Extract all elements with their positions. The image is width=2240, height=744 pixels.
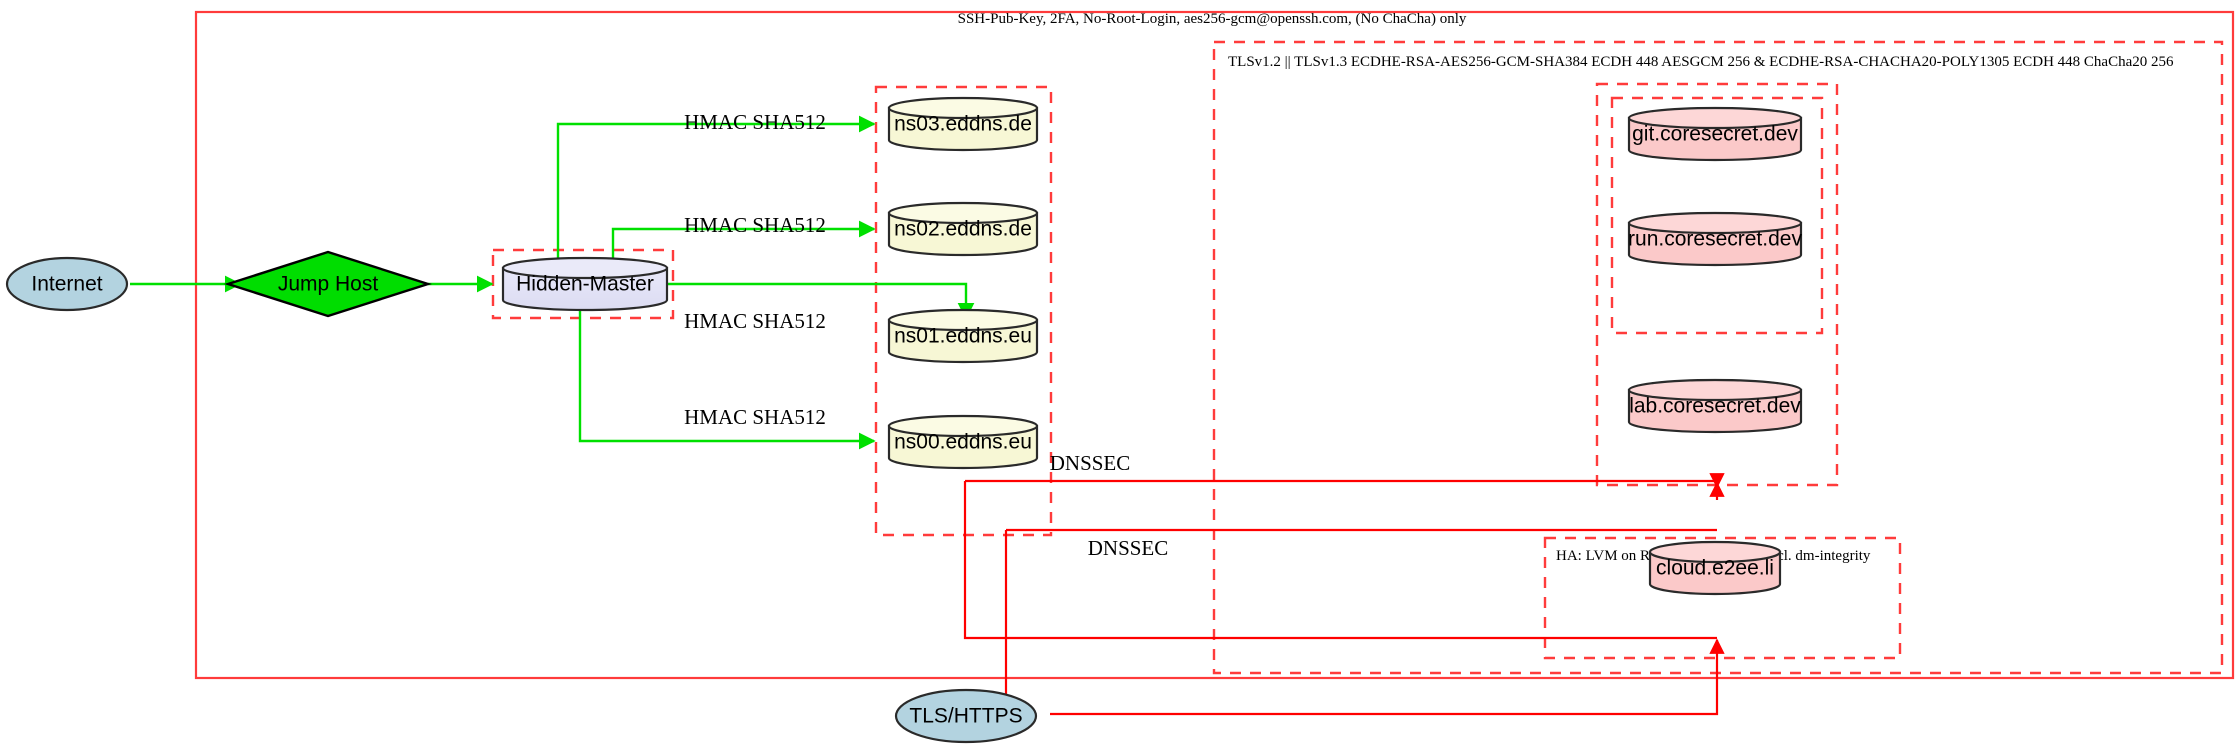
ha-cluster-boundary (1543, 536, 1902, 660)
run-label: run.coresecret.dev (1628, 228, 1802, 251)
cloud-cylinder-top (1648, 540, 1782, 564)
internet-label: Internet (31, 273, 102, 296)
cluster-dns (874, 85, 1053, 537)
tls-https-ellipse[interactable] (894, 688, 1038, 744)
node-jumphost[interactable]: Jump Host (224, 250, 432, 318)
node-run-coresecret[interactable]: run.coresecret.dev (1627, 211, 1803, 267)
jumphost-label: Jump Host (278, 273, 379, 296)
node-hidden-master[interactable]: Hidden-Master (501, 256, 669, 312)
node-cloud-e2ee[interactable]: cloud.e2ee.li (1648, 540, 1782, 596)
coresecret-inner-boundary (1610, 96, 1824, 335)
cluster-outer-ssh: SSH-Pub-Key, 2FA, No-Root-Login, aes256-… (194, 10, 2235, 680)
ns02-cylinder-top (887, 201, 1039, 225)
cloud-label: cloud.e2ee.li (1656, 557, 1774, 580)
node-internet[interactable]: Internet (5, 256, 129, 312)
ns03-cylinder-top (887, 96, 1039, 120)
node-lab-coresecret[interactable]: lab.coresecret.dev (1627, 378, 1803, 434)
ns00-cylinder-top (887, 414, 1039, 438)
ns01-cylinder-top (887, 308, 1039, 332)
git-cylinder-body[interactable] (1627, 116, 1803, 162)
edge-hiddenmaster-ns03 (556, 115, 876, 260)
ns01-cylinder-body[interactable] (887, 318, 1039, 364)
hmac-ns02-label: HMAC SHA512 (684, 213, 826, 237)
ns03-cylinder-body[interactable] (887, 106, 1039, 152)
edge-hiddenmaster-ns01 (666, 282, 975, 320)
ns01-label: ns01.eddns.eu (894, 325, 1032, 348)
node-ns00[interactable]: ns00.eddns.eu (887, 414, 1039, 470)
ns00-label: ns00.eddns.eu (894, 431, 1032, 454)
jumphost-diamond[interactable] (224, 250, 432, 318)
git-cylinder-top (1627, 106, 1803, 130)
edge-hiddenmaster-ns00 (578, 306, 876, 450)
hidden-master-cylinder-top (501, 256, 669, 280)
outer-ssh-label: SSH-Pub-Key, 2FA, No-Root-Login, aes256-… (958, 11, 1467, 27)
node-ns01[interactable]: ns01.eddns.eu (887, 308, 1039, 364)
run-cylinder-body[interactable] (1627, 221, 1803, 267)
hmac-ns00-label: HMAC SHA512 (684, 405, 826, 429)
hidden-master-label: Hidden-Master (516, 273, 654, 296)
tls-https-bottom-run (1050, 673, 1719, 716)
dns-cluster-boundary (874, 85, 1053, 537)
outer-ssh-boundary (194, 10, 2235, 680)
ns02-cylinder-body[interactable] (887, 211, 1039, 257)
ns02-label: ns02.eddns.de (894, 218, 1032, 241)
tls-cluster-label: TLSv1.2 || TLSv1.3 ECDHE-RSA-AES256-GCM-… (1228, 54, 2174, 70)
node-ns02[interactable]: ns02.eddns.de (887, 201, 1039, 257)
cloud-cylinder-body[interactable] (1648, 550, 1782, 596)
dnssec-lower-label: DNSSEC (1088, 536, 1169, 560)
hmac-ns03-label: HMAC SHA512 (684, 110, 826, 134)
run-cylinder-top (1627, 211, 1803, 235)
lab-label: lab.coresecret.dev (1629, 395, 1801, 418)
git-label: git.coresecret.dev (1632, 123, 1798, 146)
lab-cylinder-top (1627, 378, 1803, 402)
node-git-coresecret[interactable]: git.coresecret.dev (1627, 106, 1803, 162)
node-ns03[interactable]: ns03.eddns.de (887, 96, 1039, 152)
hmac-ns01-label: HMAC SHA512 (684, 309, 826, 333)
internet-ellipse[interactable] (5, 256, 129, 312)
red-edge-lab (963, 533, 1717, 640)
tls-https-label: TLS/HTTPS (909, 705, 1022, 728)
hidden-master-cylinder-body[interactable] (501, 266, 669, 312)
cluster-coresecret-inner (1610, 96, 1824, 335)
dnssec-upper-edge (965, 473, 1725, 489)
ns00-cylinder-body[interactable] (887, 424, 1039, 470)
ns03-label: ns03.eddns.de (894, 113, 1032, 136)
node-tls-https[interactable]: TLS/HTTPS (894, 688, 1038, 744)
edge-hiddenmaster-ns02 (611, 220, 876, 260)
green-edges: HMAC SHA512 HMAC SHA512 HMAC SHA512 HMAC… (130, 110, 975, 450)
dnssec-upper-label: DNSSEC (1050, 451, 1131, 475)
lab-cylinder-body[interactable] (1627, 388, 1803, 434)
red-edges: DNSSEC DNSSEC (963, 451, 1725, 716)
